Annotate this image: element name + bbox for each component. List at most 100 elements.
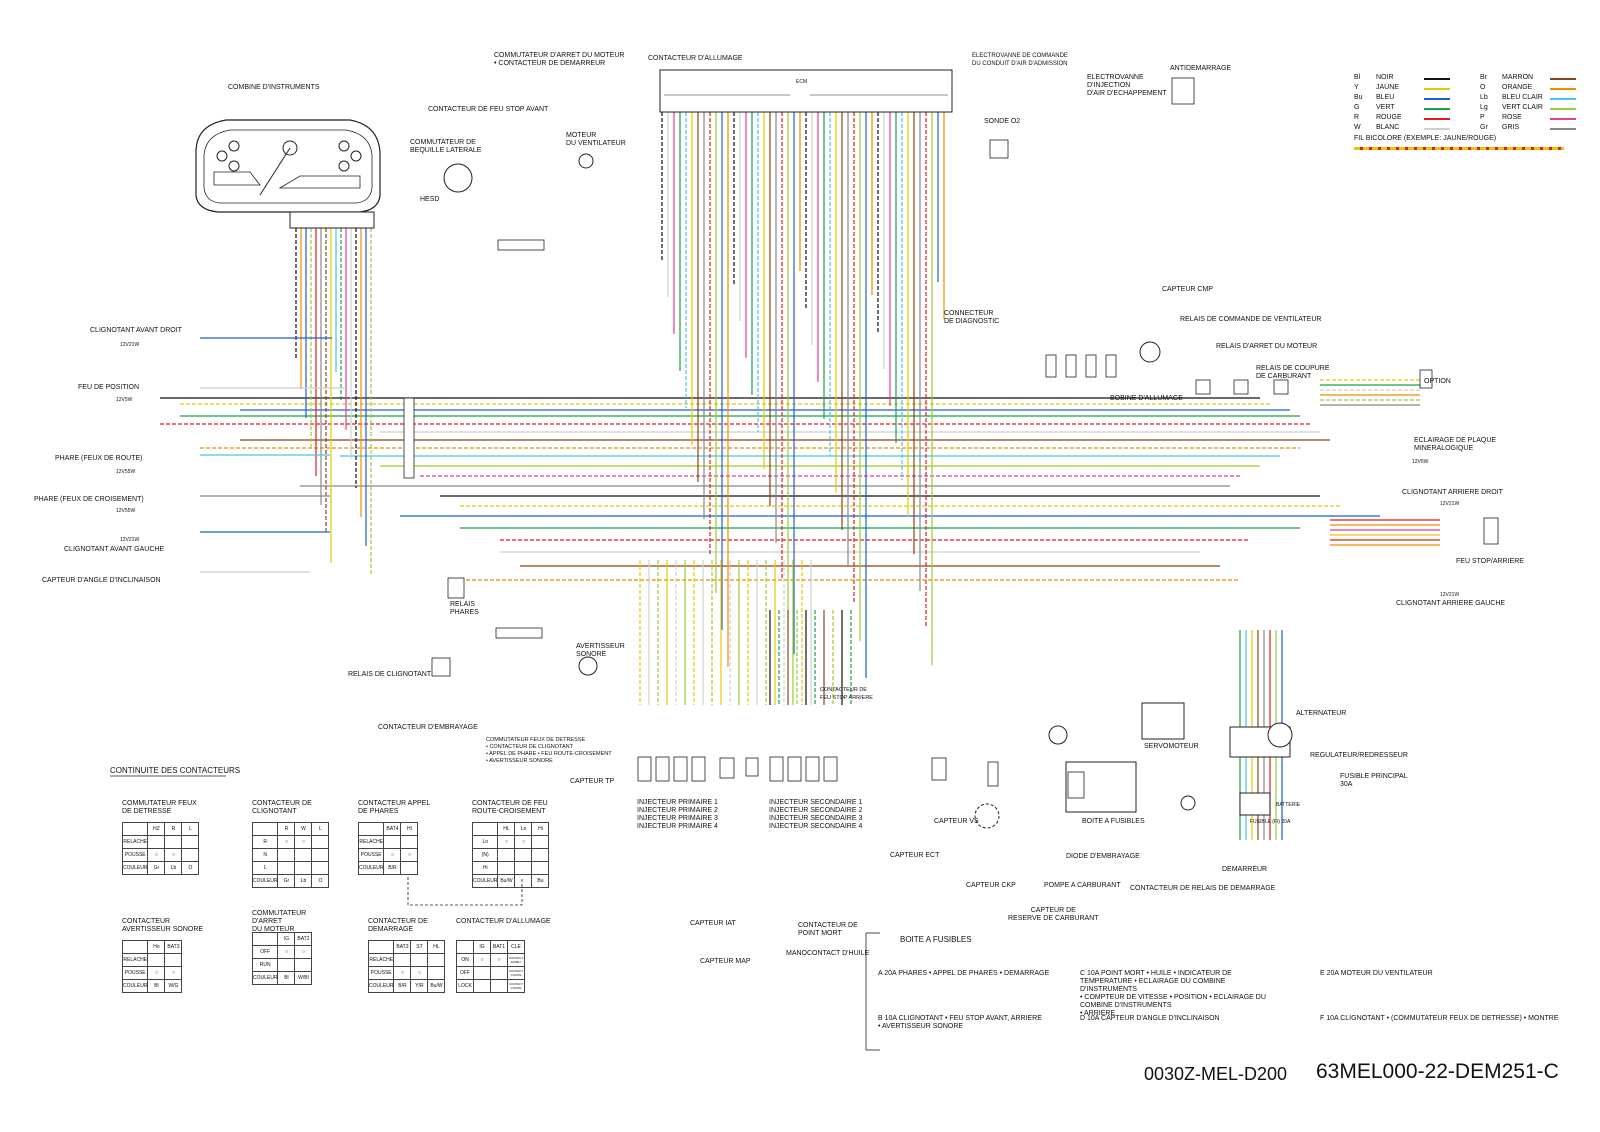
legend-code: Y — [1354, 84, 1359, 91]
switch-table-cell: ○ — [400, 848, 419, 862]
switch-table-header: BAT2 — [294, 932, 313, 946]
legend-title: FIL BICOLORE (EXEMPLE: JAUNE/ROUGE) — [1354, 135, 1497, 142]
legend-color-name: JAUNE — [1376, 84, 1399, 91]
label-contacteur-feu-stop-arriere: CONTACTEUR DE FEU STOP ARRIERE — [820, 687, 873, 701]
label-relais-coupure: RELAIS DE COUPURE DE CARBURANT — [1256, 365, 1330, 380]
switch-table-cell — [410, 953, 429, 967]
label-contacteur-embrayage: CONTACTEUR D'EMBRAYAGE — [378, 724, 478, 731]
switch-table-row-label: LOCK — [456, 979, 474, 993]
drawing-code-right: 63MEL000-22-DEM251-C — [1316, 1060, 1559, 1083]
switch-table-row-label: OFF — [456, 966, 474, 980]
legend-color-name: ROSE — [1502, 114, 1522, 121]
legend-color-name: NOIR — [1376, 74, 1394, 81]
label-moteur-ventilateur: MOTEUR DU VENTILATEUR — [566, 132, 626, 147]
switch-table-row-label: RELACHE — [121, 835, 149, 849]
secondary-injector — [805, 756, 820, 782]
label-option: OPTION — [1424, 378, 1451, 385]
switch-table-cell — [393, 953, 412, 967]
switch-table-cell: Lb — [164, 861, 183, 875]
switch-table-title: COMMUTATEUR FEUX DE DETRESSE — [122, 800, 197, 815]
primary-injector — [691, 756, 706, 782]
legend-code: R — [1354, 114, 1360, 121]
label-commutateur-feux-detresse: COMMUTATEUR FEUX DE DETRESSE • CONTACTEU… — [486, 737, 612, 764]
switch-table-cell: ○ — [497, 835, 516, 849]
switch-table-header: Lo — [514, 822, 533, 836]
switch-table-row-label: POUSSE — [121, 966, 149, 980]
label-continuite: CONTINUITE DES CONTACTEURS — [110, 766, 241, 775]
switch-table-cell — [147, 953, 166, 967]
label-diode-embrayage: DIODE D'EMBRAYAGE — [1066, 853, 1140, 860]
switch-table-title: CONTACTEUR AVERTISSEUR SONORE — [122, 918, 204, 933]
label-commutateur-arret: COMMUTATEUR D'ARRET DU MOTEUR • CONTACTE… — [494, 52, 625, 67]
label-w-arriere-gauche: 12V21W — [1440, 592, 1460, 598]
switch-table-cell: O — [181, 861, 200, 875]
tail-light — [1483, 517, 1499, 545]
switch-table-cell — [490, 979, 508, 993]
switch-table-cell: Bu/W — [427, 979, 446, 993]
legend-swatch — [1550, 118, 1576, 120]
switch-connector — [497, 239, 545, 251]
label-w-route: 12V55W — [116, 469, 136, 475]
fuse-box-frame — [865, 932, 880, 1051]
switch-table-cell — [531, 861, 550, 875]
switch-table-cell: ○ — [277, 835, 296, 849]
label-avertisseur: AVERTISSEUR SONORE — [576, 643, 625, 658]
label-antidemarrage: ANTIDEMARRAGE — [1170, 65, 1232, 72]
label-phare-croisement: PHARE (FEUX DE CROISEMENT) — [34, 496, 144, 503]
switch-table-cell — [427, 966, 446, 980]
legend-swatch — [1550, 128, 1576, 130]
switch-table-cell — [164, 953, 183, 967]
switch-table-header: BAT3 — [164, 940, 183, 954]
switch-table-title: CONTACTEUR DE FEU ROUTE-CROISEMENT — [472, 800, 548, 815]
label-relais-arret: RELAIS D'ARRET DU MOTEUR — [1216, 343, 1318, 350]
switch-table-cell: CONTACT ETABLI — [507, 953, 525, 967]
legend-code: Bl — [1354, 74, 1361, 81]
legend-code: Lg — [1480, 104, 1488, 111]
label-commutateur-bequille: COMMUTATEUR DE BEQUILLE LATERALE — [410, 139, 482, 154]
secondary-injector — [769, 756, 784, 782]
label-capteur-map: CAPTEUR MAP — [700, 958, 751, 965]
label-capteur-ckp: CAPTEUR CKP — [966, 882, 1016, 889]
switch-table-header — [251, 822, 279, 836]
switch-table-cell — [181, 835, 200, 849]
label-capteur-iat: CAPTEUR IAT — [690, 920, 736, 927]
label-alternateur: ALTERNATEUR — [1296, 710, 1347, 717]
label-fusible-principal: FUSIBLE PRINCIPAL 30A — [1340, 773, 1408, 788]
label-relais-ventilateur: RELAIS DE COMMANDE DE VENTILATEUR — [1180, 316, 1322, 323]
switch-table-title: CONTACTEUR APPEL DE PHARES — [358, 800, 431, 815]
switch-table-header: CLE — [507, 940, 525, 954]
switch-table-cell: ○ — [294, 945, 313, 959]
legend-swatch — [1550, 108, 1576, 110]
switch-table-cell — [531, 835, 550, 849]
switch-table-cell — [311, 861, 330, 875]
components — [403, 77, 1499, 799]
switch-table-cell: ○ — [410, 966, 429, 980]
switch-table-cell — [383, 835, 402, 849]
label-clignotant-arriere-gauche: CLIGNOTANT ARRIERE GAUCHE — [1396, 600, 1506, 607]
switch-table-header: W — [294, 822, 313, 836]
legend-swatch — [1424, 98, 1450, 100]
label-contacteur-relais-demarrage: CONTACTEUR DE RELAIS DE DEMARRAGE — [1130, 885, 1276, 892]
label-ecm: ECM — [796, 79, 808, 85]
legend-swatch — [1550, 78, 1576, 80]
legend-color-name: GRIS — [1502, 124, 1520, 131]
servomotor-block — [1141, 702, 1185, 740]
switch-table-header: BAT3 — [393, 940, 412, 954]
switch-table-row-label: RELACHE — [121, 953, 149, 967]
legend-code: O — [1480, 84, 1486, 91]
switch-table-header: HL — [497, 822, 516, 836]
switch-table-cell — [164, 835, 183, 849]
ckp-sensor — [987, 761, 999, 787]
legend-swatch — [1424, 108, 1450, 110]
legend-swatch — [1550, 98, 1576, 100]
legend-color-name: ORANGE — [1502, 84, 1533, 91]
switch-table-header: L — [181, 822, 200, 836]
legend-code: G — [1354, 104, 1360, 111]
label-w-plaque: 12V5W — [1412, 459, 1429, 465]
switch-table-cell — [473, 979, 491, 993]
